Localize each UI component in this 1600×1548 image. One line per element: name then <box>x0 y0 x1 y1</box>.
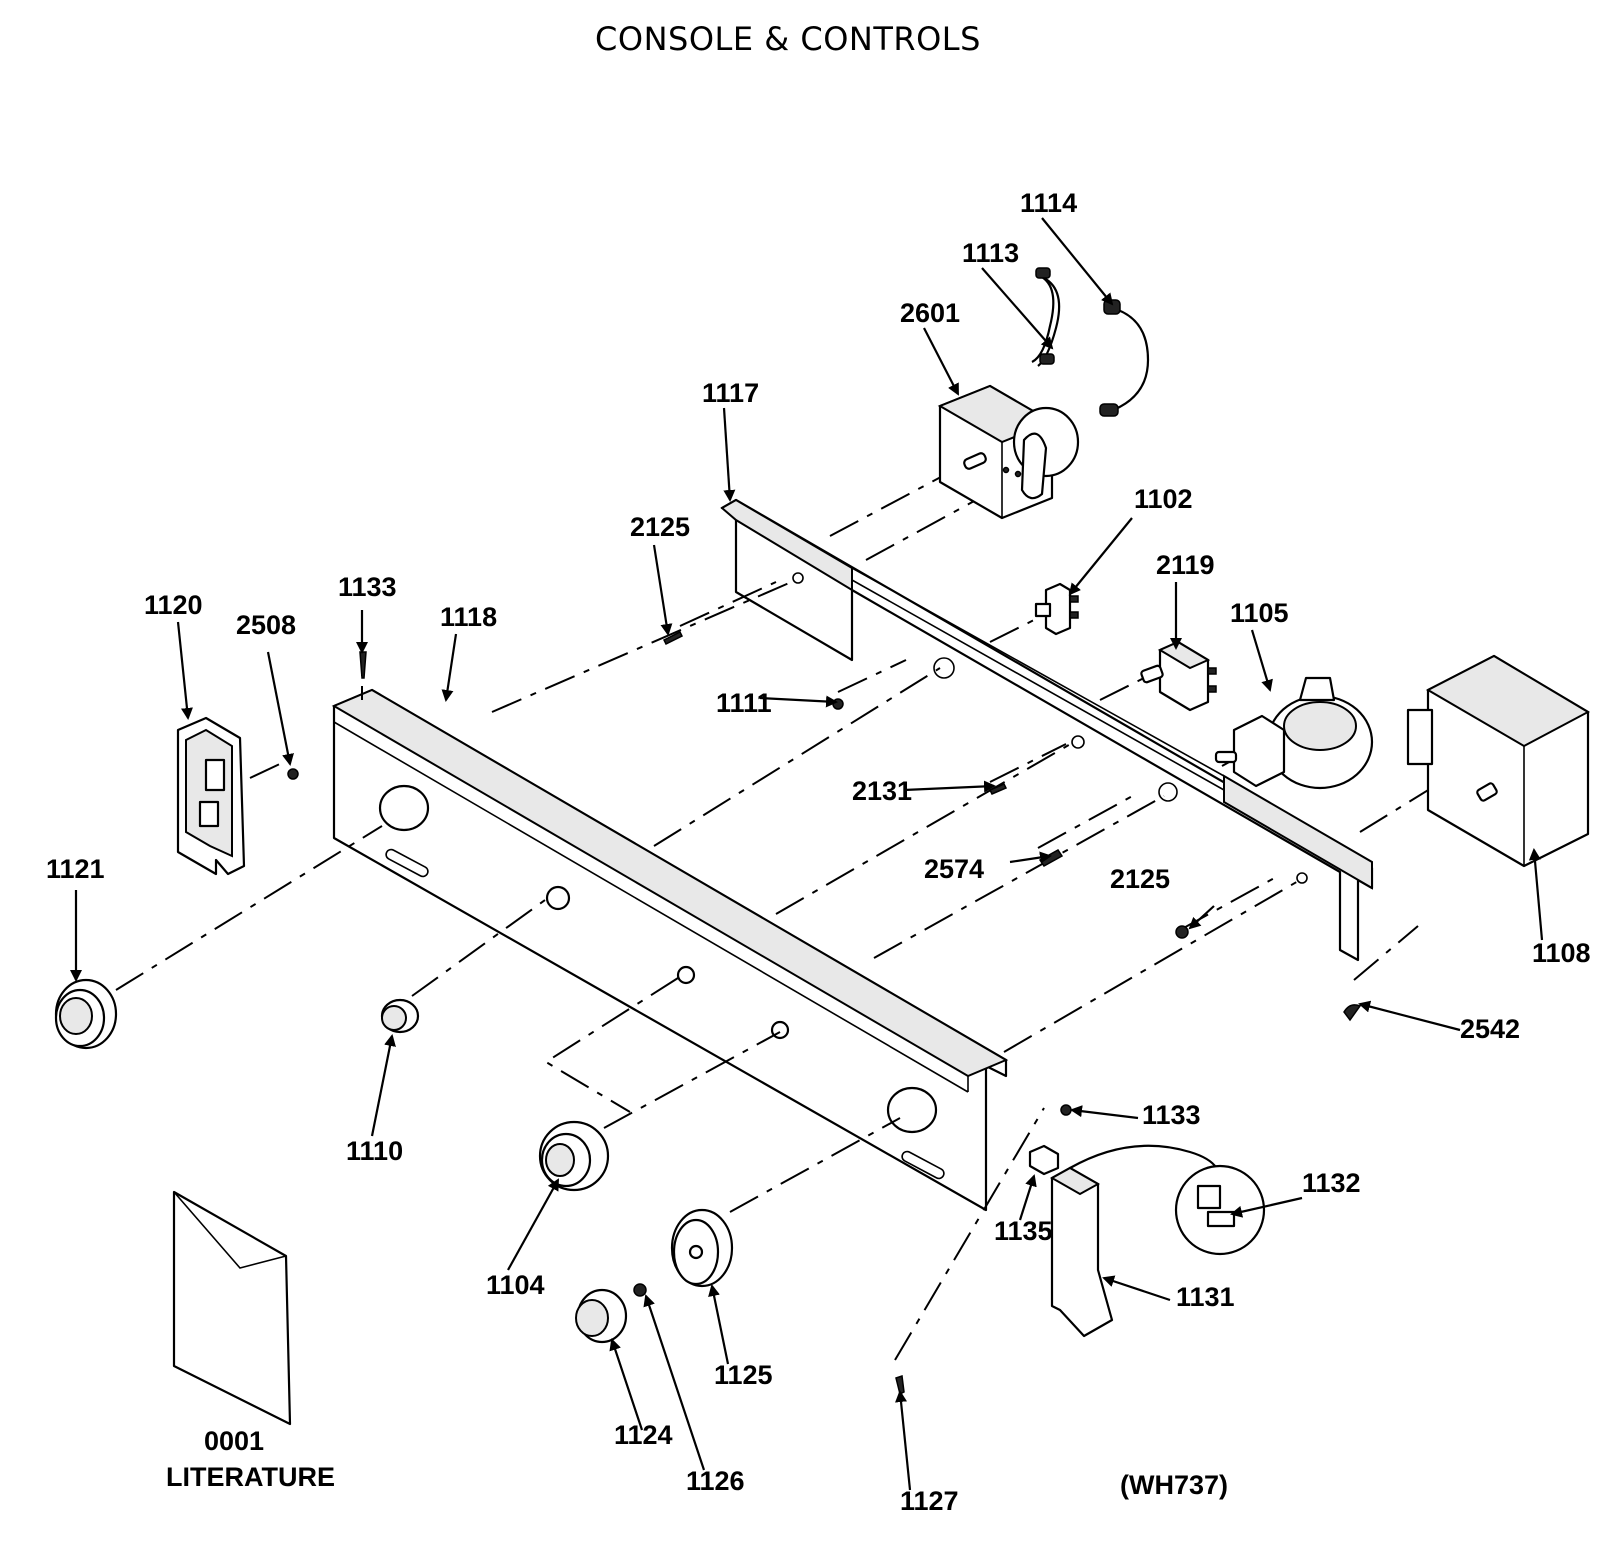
wire-clip-1132 <box>1069 1144 1266 1256</box>
part-labels: 1114 1113 2601 1117 1102 2125 2119 1105 … <box>46 188 1591 1516</box>
switch-1102 <box>1034 582 1079 636</box>
bracket-1131 <box>1049 1166 1114 1338</box>
label-1125: 1125 <box>714 1360 773 1390</box>
wire-harness-1114 <box>1099 299 1150 417</box>
clip-1126 <box>633 1283 647 1297</box>
label-1110: 1110 <box>346 1136 403 1166</box>
valve-1105 <box>1214 676 1374 790</box>
leader-arrows <box>70 217 1544 1491</box>
literature-envelope-0001 <box>172 1190 292 1426</box>
label-1132: 1132 <box>1302 1168 1361 1198</box>
label-1127: 1127 <box>900 1486 959 1516</box>
label-1117: 1117 <box>702 378 759 408</box>
label-1113: 1113 <box>962 238 1019 268</box>
screws <box>287 630 1362 1396</box>
label-1124: 1124 <box>614 1420 673 1450</box>
wire-harness-1113 <box>1031 267 1061 367</box>
label-2119: 2119 <box>1156 550 1215 580</box>
label-2131: 2131 <box>852 776 912 806</box>
label-1121: 1121 <box>46 854 105 884</box>
label-1131: 1131 <box>1176 1282 1235 1312</box>
label-2574: 2574 <box>924 854 984 884</box>
knob-1104 <box>538 1120 610 1192</box>
indicator-cap-1110 <box>380 998 420 1034</box>
label-1102: 1102 <box>1134 484 1193 514</box>
box-1108 <box>1406 654 1591 868</box>
label-2125-right: 2125 <box>1110 864 1170 894</box>
label-2601: 2601 <box>900 298 960 328</box>
dial-1125 <box>670 1208 734 1288</box>
bracket-1120 <box>176 716 246 876</box>
label-1126: 1126 <box>686 1466 745 1496</box>
label-2542: 2542 <box>1460 1014 1520 1044</box>
label-1135: 1135 <box>994 1216 1053 1246</box>
label-1120: 1120 <box>144 590 203 620</box>
label-1105: 1105 <box>1230 598 1289 628</box>
label-1118: 1118 <box>440 602 497 632</box>
label-1111: 1111 <box>716 688 772 718</box>
label-1133-right: 1133 <box>1142 1100 1201 1130</box>
switch-2119 <box>1140 640 1217 712</box>
label-2508: 2508 <box>236 610 296 640</box>
console-panel-1118 <box>331 688 1009 1212</box>
label-2125-top: 2125 <box>630 512 690 542</box>
label-1133-top: 1133 <box>338 572 397 602</box>
label-1114: 1114 <box>1020 188 1077 218</box>
rear-bracket-1117 <box>720 498 1374 962</box>
label-0001: 0001 <box>204 1426 264 1456</box>
knob-1121 <box>54 978 118 1050</box>
label-literature: LITERATURE <box>166 1462 335 1492</box>
model-code: (WH737) <box>1120 1470 1228 1500</box>
knob-1124 <box>575 1288 628 1344</box>
timer-2601 <box>937 384 1080 520</box>
bracket-1135 <box>1028 1144 1060 1176</box>
label-1108: 1108 <box>1532 938 1591 968</box>
label-1104: 1104 <box>486 1270 545 1300</box>
diagram-title: CONSOLE & CONTROLS <box>595 20 981 58</box>
